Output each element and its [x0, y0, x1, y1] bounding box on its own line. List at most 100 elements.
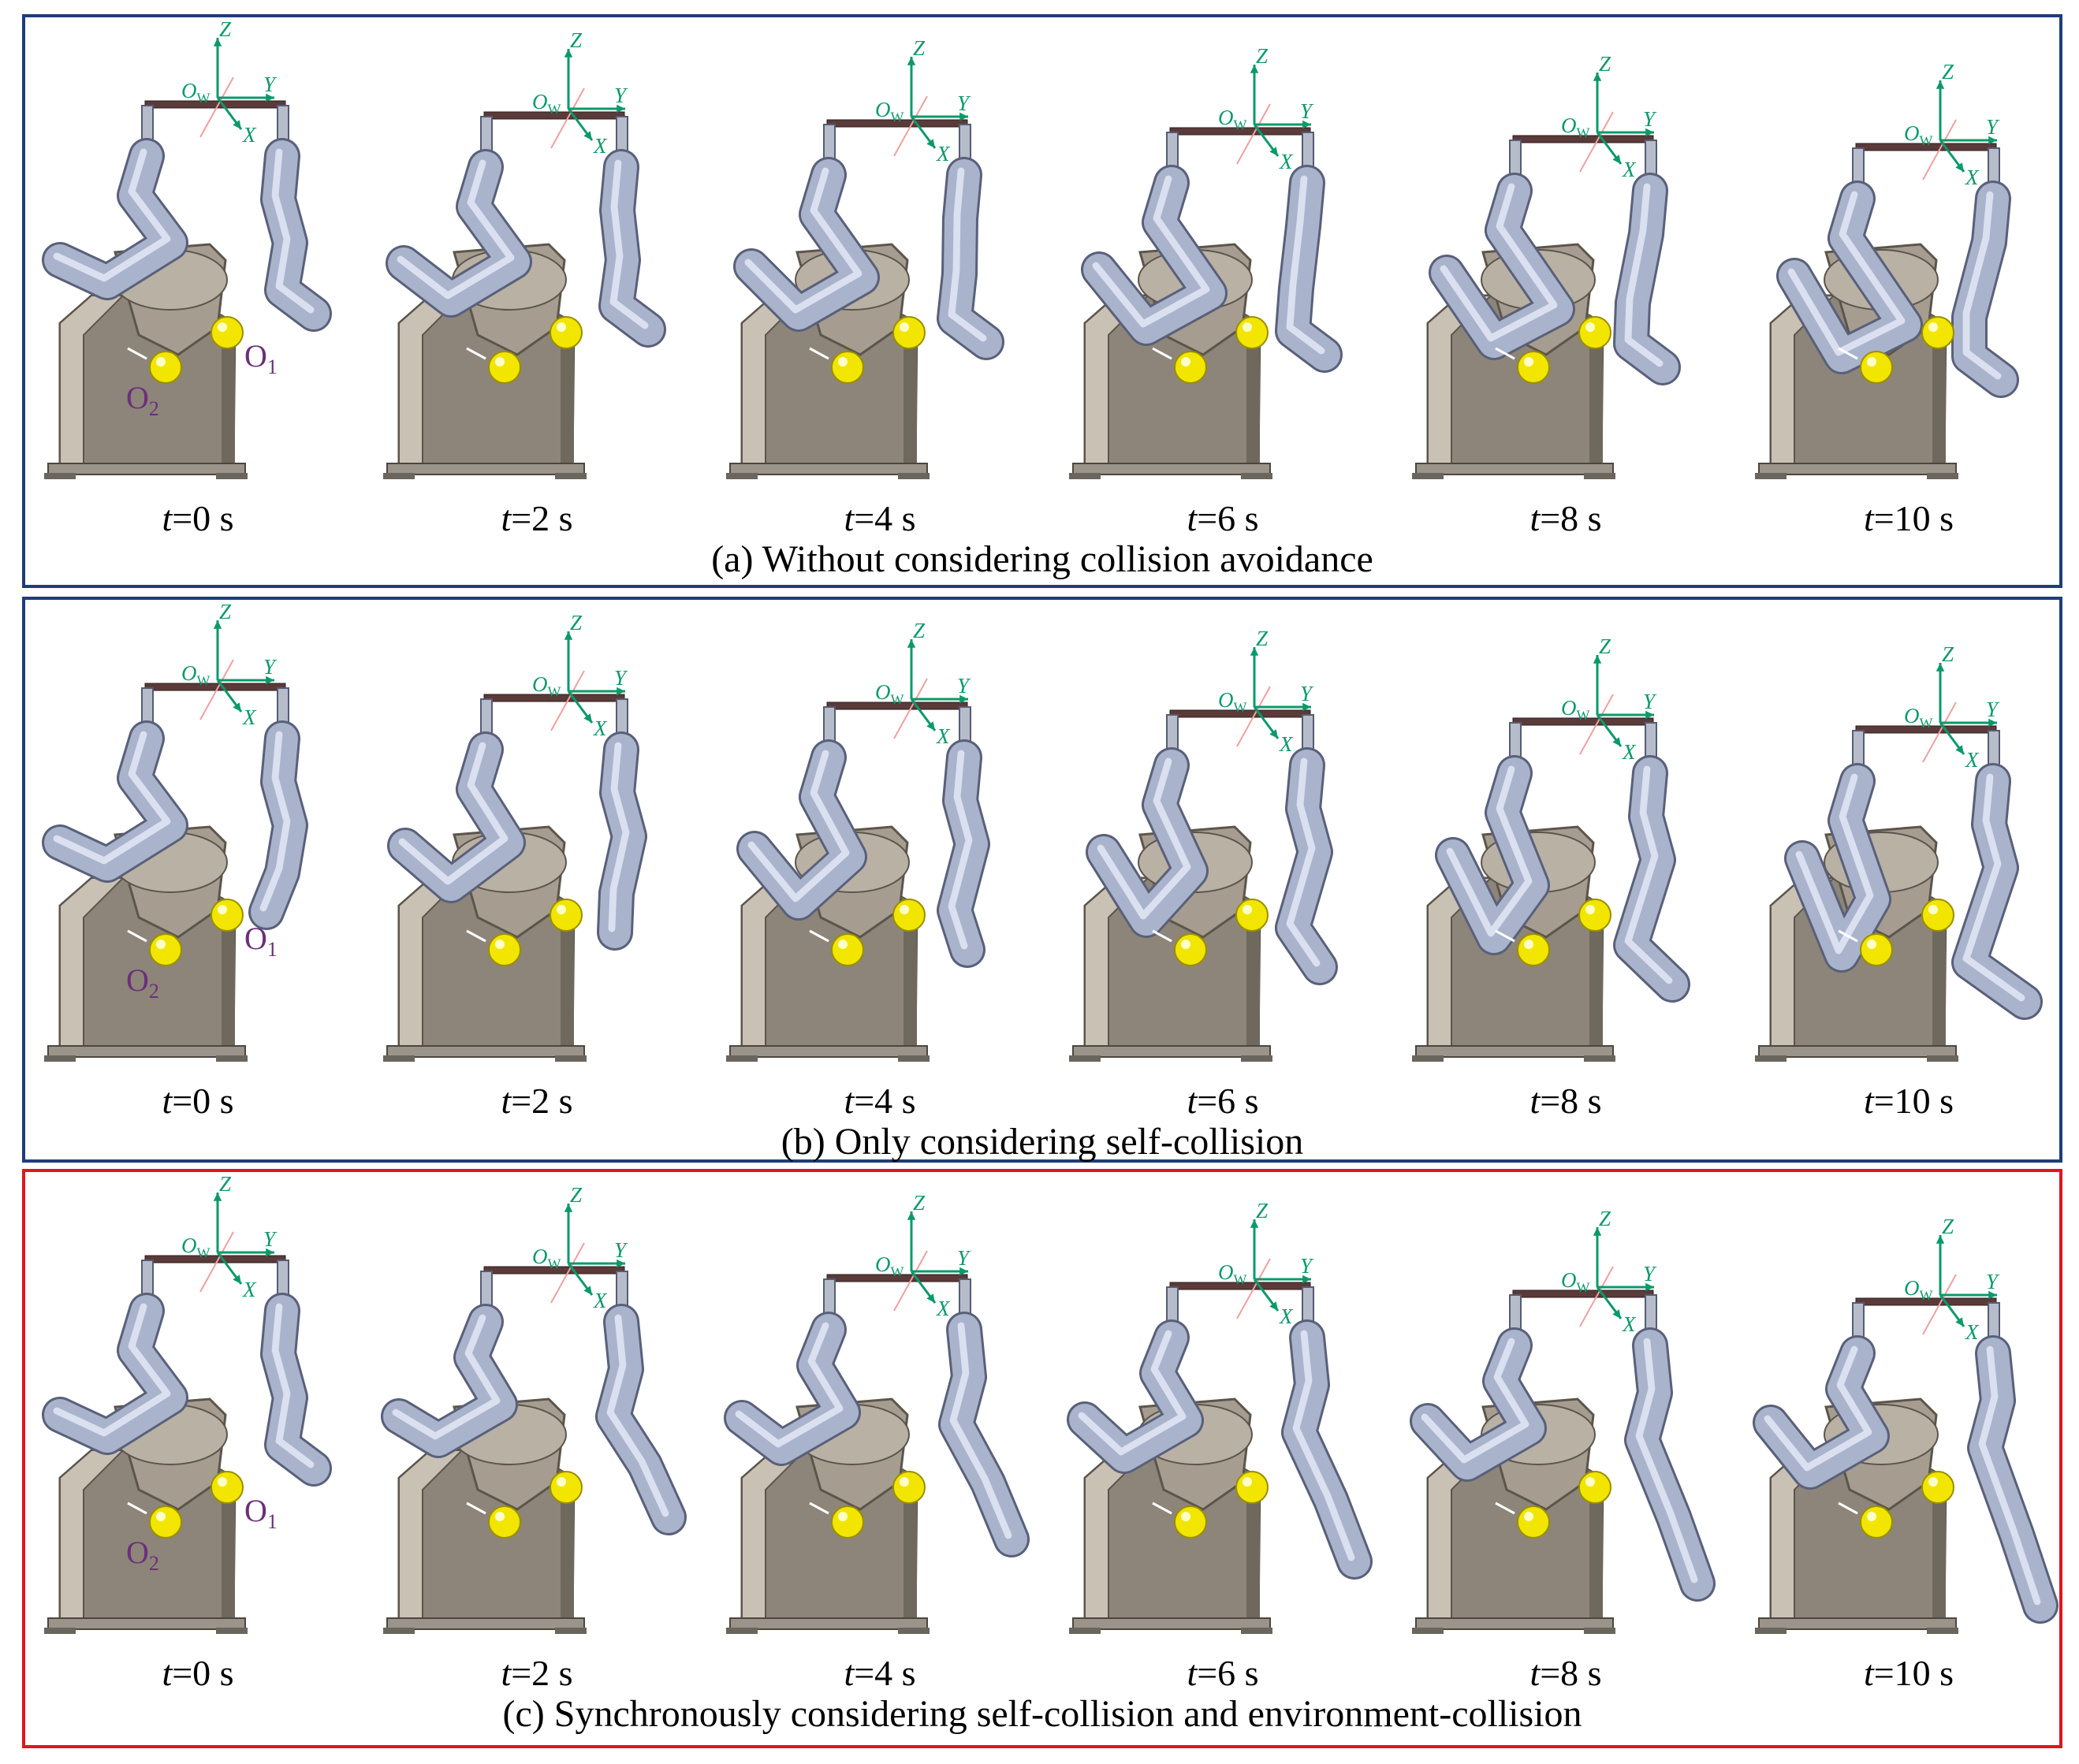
obstacle-o2: [488, 1505, 521, 1539]
obstacle-o2: [149, 933, 182, 966]
y-axis-label: Y: [1300, 682, 1313, 705]
obstacle-o2-label: O2: [126, 962, 159, 1003]
x-axis-label: X: [1965, 166, 1979, 189]
world-axes: [1922, 663, 1997, 763]
robot-illustration: [726, 639, 990, 1062]
obstacle-o2: [831, 933, 864, 966]
obstacles: [1152, 899, 1269, 966]
y-axis-label: Y: [1643, 107, 1656, 131]
origin-label: OW: [181, 1234, 211, 1261]
time-label: t=2 s: [501, 1653, 573, 1693]
world-axes: [1922, 1235, 1997, 1335]
z-axis-label: Z: [1942, 1215, 1954, 1238]
world-axes: [199, 620, 274, 720]
obstacle-o2: [1517, 351, 1550, 384]
time-label: t=8 s: [1529, 1653, 1602, 1693]
dual-arms: [381, 1304, 687, 1535]
obstacle-o1: [1235, 899, 1269, 932]
robot-illustration: [726, 57, 1004, 479]
robot-base: [1755, 1397, 1958, 1634]
origin-label: OW: [1904, 1276, 1933, 1304]
world-axes: [893, 1211, 968, 1312]
obstacle-o2: [831, 1505, 864, 1539]
dual-arms: [1067, 1319, 1373, 1580]
z-axis-label: Z: [1599, 52, 1611, 76]
y-axis-label: Y: [263, 73, 276, 96]
z-axis-label: Z: [219, 1172, 232, 1196]
obstacle-o1: [892, 899, 926, 932]
dual-arms: [1086, 747, 1338, 985]
left-arm: [736, 159, 877, 329]
y-axis-label: Y: [614, 84, 627, 107]
dual-arms: [42, 138, 332, 332]
world-axes: [1922, 80, 1997, 180]
panel-caption: (a) Without considering collision avoida…: [711, 538, 1373, 580]
z-axis-label: Z: [913, 36, 926, 60]
robot-illustration: [42, 620, 308, 1062]
obstacle-o1-label: O1: [244, 921, 278, 962]
dual-arms: [42, 720, 308, 930]
origin-label: OW: [532, 672, 561, 700]
dual-arms: [42, 1293, 332, 1487]
world-axes: [1236, 1219, 1311, 1319]
time-label: t=0 s: [162, 498, 234, 538]
z-axis-label: Z: [1599, 1207, 1611, 1230]
time-label: t=2 s: [501, 498, 573, 538]
origin-label: OW: [875, 98, 904, 125]
obstacles: [809, 1471, 926, 1539]
robot-illustration: [1069, 65, 1343, 479]
obstacle-o1: [1235, 1471, 1269, 1504]
obstacles: [466, 1471, 583, 1539]
world-axes: [1579, 655, 1654, 755]
obstacle-o1: [892, 1471, 926, 1504]
world-axes: [1579, 1227, 1654, 1327]
x-axis-label: X: [594, 716, 607, 740]
obstacles: [1495, 316, 1611, 384]
time-label: t=4 s: [844, 1081, 916, 1121]
obstacle-o2: [488, 351, 521, 384]
obstacle-o2: [1860, 1505, 1893, 1539]
dual-arms: [387, 731, 647, 951]
obstacle-o1: [892, 316, 926, 349]
origin-label: OW: [1561, 1268, 1590, 1296]
world-axes: [550, 1204, 625, 1304]
x-axis-label: X: [937, 1297, 950, 1320]
y-axis-label: Y: [1986, 698, 1999, 721]
z-axis-label: Z: [219, 17, 232, 41]
z-axis-label: Z: [913, 619, 926, 642]
panel-caption: (b) Only considering self-collision: [781, 1121, 1304, 1163]
time-label: t=8 s: [1529, 1081, 1602, 1121]
y-axis-label: Y: [957, 674, 970, 698]
x-axis-label: X: [1623, 1312, 1636, 1336]
z-axis-label: Z: [570, 28, 583, 52]
y-axis-label: Y: [1300, 1254, 1313, 1278]
y-axis-label: Y: [1643, 1262, 1656, 1286]
origin-label: OW: [1561, 114, 1590, 141]
time-label: t=8 s: [1529, 498, 1602, 538]
origin-label: OW: [1218, 1260, 1247, 1288]
y-axis-label: Y: [957, 91, 970, 115]
dual-arms: [1429, 173, 1681, 385]
obstacle-o1: [1578, 316, 1611, 349]
world-axes: [550, 49, 625, 149]
time-label: t=6 s: [1187, 1081, 1259, 1121]
obstacles: [1838, 316, 1954, 384]
obstacle-o1: [550, 316, 583, 349]
x-axis-label: X: [1965, 748, 1979, 772]
obstacle-o2: [1174, 1505, 1207, 1539]
obstacle-o2: [831, 351, 864, 384]
origin-label: OW: [875, 1252, 904, 1280]
obstacle-o1: [1578, 899, 1611, 932]
robot-illustration: [383, 49, 666, 479]
x-axis-label: X: [937, 724, 950, 748]
obstacles: [127, 1471, 244, 1539]
